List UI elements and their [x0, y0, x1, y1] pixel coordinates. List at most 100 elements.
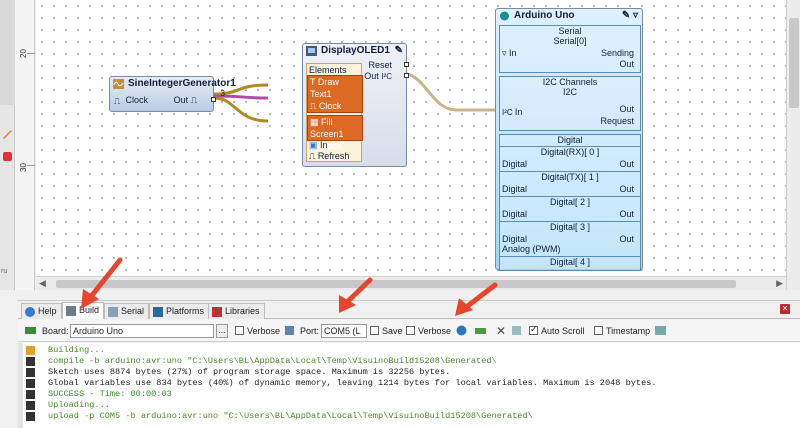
- sine-integer-generator[interactable]: SineIntegerGenerator1 ⎍ Clock Out ⎍ 3: [109, 76, 236, 112]
- vertical-ruler: 20 30: [15, 0, 35, 290]
- serial-sub: Serial[0]: [553, 36, 587, 46]
- timestamp-checkbox[interactable]: [594, 326, 603, 335]
- panel-tabs: Help Build Serial Platforms Libraries ✕: [18, 301, 800, 319]
- oled-pin-out[interactable]: Out I²C: [364, 71, 392, 81]
- sine-out-value: 3: [220, 89, 225, 98]
- scroll-right-icon[interactable]: ▶: [776, 278, 783, 288]
- tab-libraries[interactable]: Libraries: [208, 303, 265, 319]
- i2c-pin-request[interactable]: Request: [600, 116, 634, 126]
- console-line: Global variables use 834 bytes (40%) of …: [48, 378, 657, 388]
- wrench-icon[interactable]: ✎ ▿: [621, 10, 638, 21]
- panel-selection: [0, 0, 15, 105]
- digital-item-2[interactable]: Digital[ 2 ] Digital Out: [500, 196, 640, 220]
- i2c-pin-out[interactable]: Out: [619, 104, 634, 114]
- wire-layer: [213, 71, 498, 123]
- port-icon: [285, 326, 294, 335]
- design-canvas[interactable]: SineIntegerGenerator1 ⎍ Clock Out ⎍ 3 Di…: [36, 0, 786, 276]
- console-gutter-icon: [26, 346, 35, 355]
- serial-section: Serial Serial[0] ▿ In Sending Out: [499, 25, 641, 73]
- draw-text-pin-clock[interactable]: ⎍ Clock: [310, 101, 342, 111]
- elements-label: Elements: [309, 65, 347, 75]
- oled-out-connector[interactable]: [404, 73, 409, 78]
- verbose-checkbox-1[interactable]: [235, 326, 244, 335]
- wire-i2c: [400, 71, 498, 112]
- fill-screen-pin-clock[interactable]: ⎍ Clock: [310, 141, 342, 151]
- oled-pin-refresh[interactable]: ⎍ Refresh: [309, 151, 350, 161]
- generator-icon: [113, 79, 124, 89]
- timestamp-label: Timestamp: [606, 326, 651, 336]
- clear-icon[interactable]: [510, 324, 523, 337]
- build-console[interactable]: Building... compile -b arduino:avr:uno "…: [18, 343, 800, 428]
- tool-icon[interactable]: [2, 128, 13, 139]
- digital-section: Digital Digital(RX)[ 0 ] Digital Out Dig…: [499, 134, 641, 271]
- i2c-section: I2C Channels I2C I²C In Out Request: [499, 76, 641, 131]
- arduino-uno-component[interactable]: Arduino Uno ✎ ▿ Serial Serial[0] ▿ In Se…: [495, 8, 643, 271]
- wire-clock-1: [213, 83, 269, 96]
- console-line: SUCCESS - Time: 00:00:03: [48, 389, 172, 399]
- annotation-arrow-upload: [455, 282, 498, 316]
- console-line: Sketch uses 8874 bytes (27%) of program …: [48, 367, 451, 377]
- display-oled-component[interactable]: DisplayOLED1 ✎ Elements T Draw Text1 ⎍ C…: [302, 43, 409, 167]
- sine-title: SineIntegerGenerator1: [110, 77, 236, 91]
- serial-icon: [108, 307, 118, 317]
- save-checkbox[interactable]: [370, 326, 379, 335]
- stop-icon[interactable]: ✕: [496, 324, 507, 338]
- settings-icon[interactable]: [654, 324, 667, 337]
- tab-serial[interactable]: Serial: [104, 303, 150, 319]
- scroll-left-icon[interactable]: ◀: [39, 278, 46, 288]
- build-toolbar: Board: Arduino Uno ... Verbose Port: COM…: [18, 320, 800, 342]
- libraries-icon: [212, 307, 222, 317]
- left-side-panel: ru: [0, 0, 15, 290]
- tab-help[interactable]: Help: [21, 303, 62, 319]
- build-icon: [66, 306, 76, 316]
- serial-pin-out[interactable]: Out: [619, 59, 634, 69]
- port-select[interactable]: COM5 (L: [321, 324, 367, 338]
- i2c-sub: I2C: [562, 87, 577, 97]
- sine-pin-clock[interactable]: ⎍ Clock: [114, 95, 149, 107]
- arduino-icon: [500, 11, 509, 21]
- serial-pin-in[interactable]: ▿ In: [502, 48, 517, 58]
- oled-reset-connector[interactable]: [404, 62, 409, 67]
- serial-pin-sending[interactable]: Sending: [600, 48, 634, 58]
- board-select[interactable]: Arduino Uno: [70, 324, 214, 338]
- upload-icon[interactable]: [474, 324, 487, 337]
- vscroll-thumb[interactable]: [789, 18, 799, 108]
- sine-pin-out[interactable]: Out ⎍: [173, 95, 197, 105]
- draw-text-element[interactable]: T Draw Text1 ⎍ Clock ■ X: [307, 75, 363, 123]
- digital-item-0[interactable]: Digital(RX)[ 0 ] Digital Out: [500, 146, 640, 170]
- auto-scroll-checkbox[interactable]: [529, 324, 538, 335]
- vertical-scrollbar[interactable]: [786, 0, 800, 290]
- oled-title: DisplayOLED1 ✎: [303, 44, 406, 58]
- sine-out-connector[interactable]: [211, 97, 216, 102]
- board-icon: [25, 327, 36, 334]
- compile-icon[interactable]: [455, 324, 468, 337]
- digital-item-1[interactable]: Digital(TX)[ 1 ] Digital Out: [500, 171, 640, 195]
- console-line: Uploading...: [48, 400, 110, 410]
- board-browse-button[interactable]: ...: [216, 324, 228, 338]
- hscroll-thumb[interactable]: [56, 280, 736, 288]
- tab-platforms[interactable]: Platforms: [149, 303, 210, 319]
- save-label: Save: [382, 326, 403, 336]
- oled-pin-reset[interactable]: Reset: [368, 60, 392, 70]
- i2c-pin-in[interactable]: I²C In: [502, 107, 523, 117]
- digital-item-4[interactable]: Digital[ 4 ]: [500, 256, 640, 272]
- annotation-arrow-build: [81, 257, 123, 309]
- close-icon[interactable]: ✕: [780, 304, 790, 314]
- wrench-icon[interactable]: ✎: [394, 45, 403, 56]
- auto-scroll-label: Auto Scroll: [541, 326, 585, 336]
- error-icon: [3, 152, 12, 161]
- oled-pin-in[interactable]: ▣ In: [309, 140, 328, 150]
- wire-x: [213, 94, 269, 100]
- verbose-checkbox-2[interactable]: [406, 326, 415, 335]
- verbose-label-1: Verbose: [247, 326, 281, 336]
- horizontal-scrollbar[interactable]: ◀ ▶: [36, 276, 786, 290]
- wire-clock-2: [213, 96, 269, 123]
- build-panel: Help Build Serial Platforms Libraries ✕ …: [18, 300, 800, 428]
- console-line: Building...: [48, 345, 105, 355]
- text-icon: T: [310, 77, 318, 87]
- digital-item-3[interactable]: Digital[ 3 ] Digital Out Analog (PWM): [500, 221, 640, 255]
- fill-screen-element[interactable]: ▦ Fill Screen1 ⎍ Clock: [307, 115, 363, 151]
- uno-title: Arduino Uno ✎ ▿: [496, 9, 642, 23]
- annotation-arrow-port: [339, 277, 373, 313]
- console-line: compile -b arduino:avr:uno "C:\Users\BL\…: [48, 356, 497, 366]
